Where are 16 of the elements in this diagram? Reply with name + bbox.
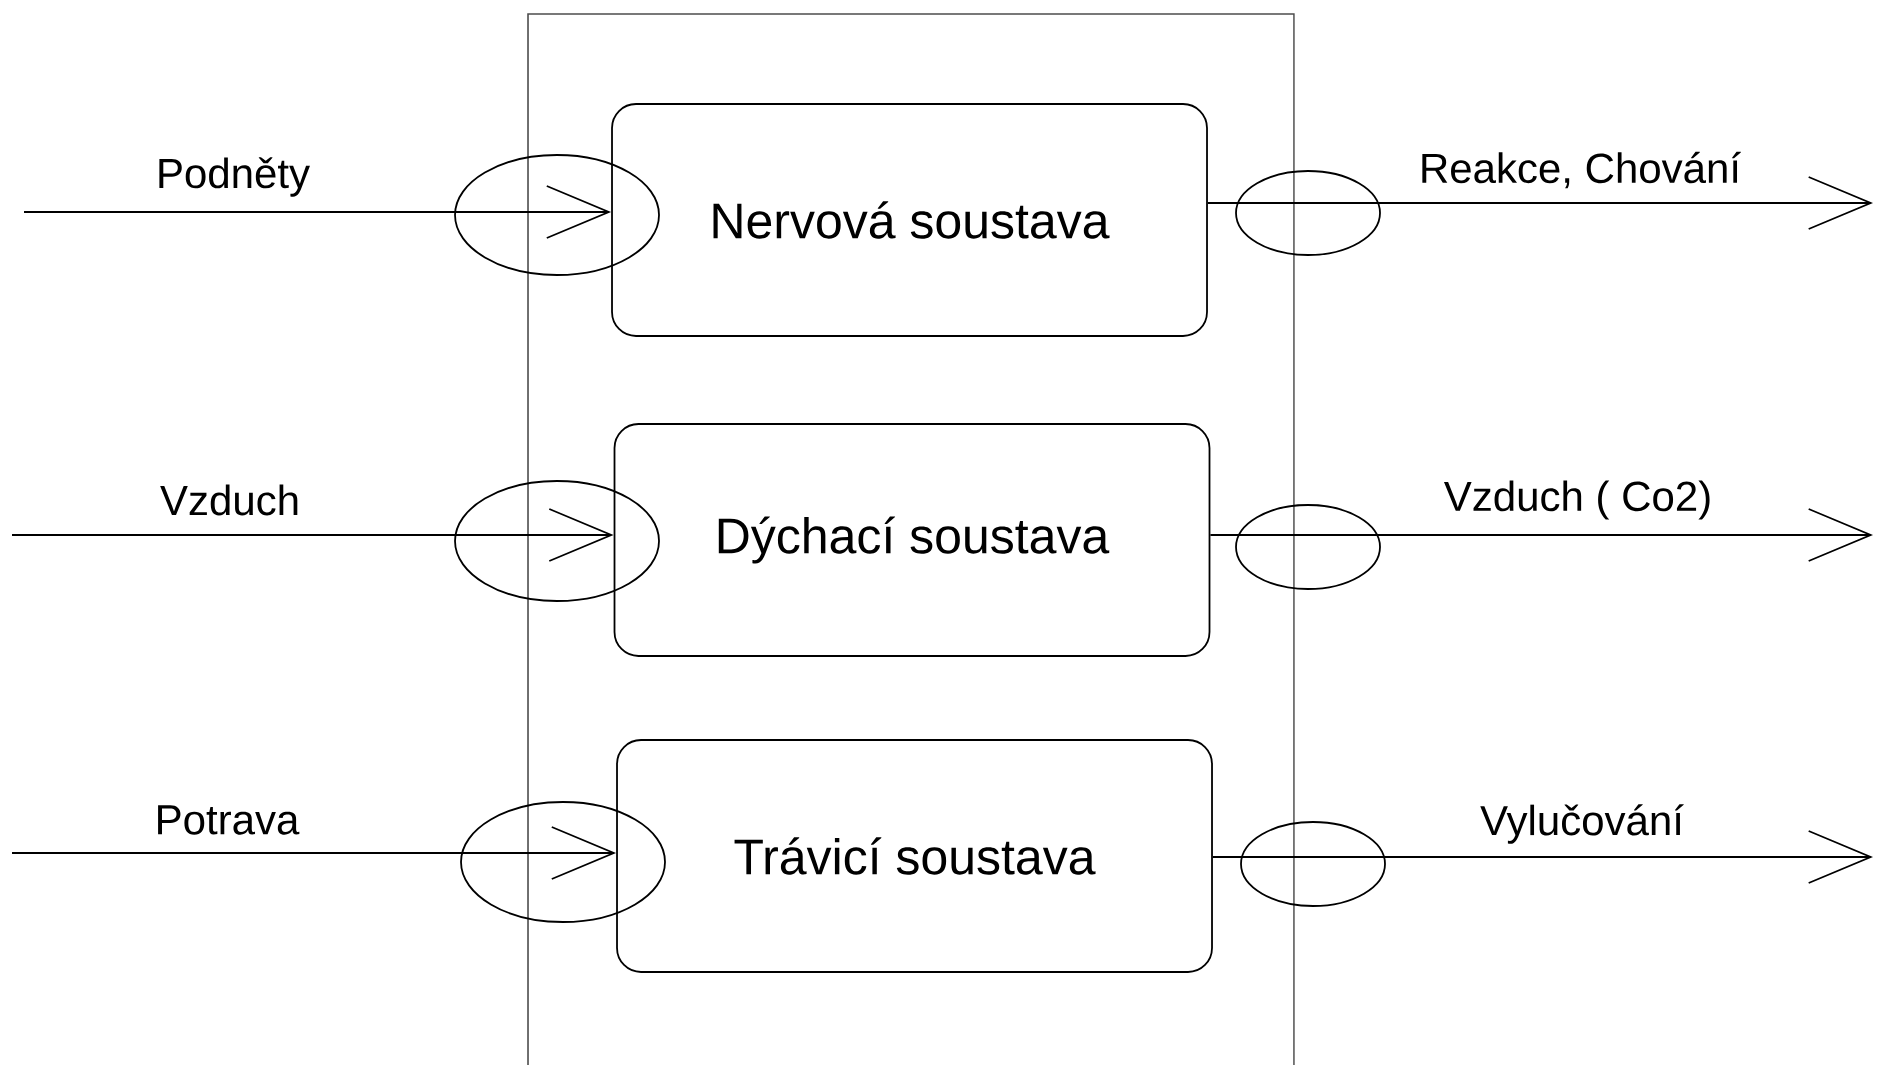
edge-label: Podněty: [159, 157, 310, 197]
frame-box: [527, 13, 1295, 1065]
edge-label: Potrava: [158, 805, 300, 835]
process-box: Dýchací soustava: [613, 423, 1211, 657]
arrow: [1207, 176, 1873, 230]
process-box: Trávicí soustava: [616, 739, 1213, 973]
edge-label: Reakce, Chování: [1422, 151, 1741, 189]
arrow: [1212, 830, 1873, 884]
edge-label: Vylučování: [1480, 804, 1684, 844]
arrow: [1209, 508, 1873, 562]
process-box: Nervová soustava: [611, 103, 1208, 337]
edge-label: Vzduch: [160, 484, 298, 516]
arrow: [11, 508, 614, 562]
edge-label: Vzduch ( Co2): [1444, 480, 1710, 520]
arrow: [11, 826, 617, 880]
arrow: [23, 185, 612, 239]
